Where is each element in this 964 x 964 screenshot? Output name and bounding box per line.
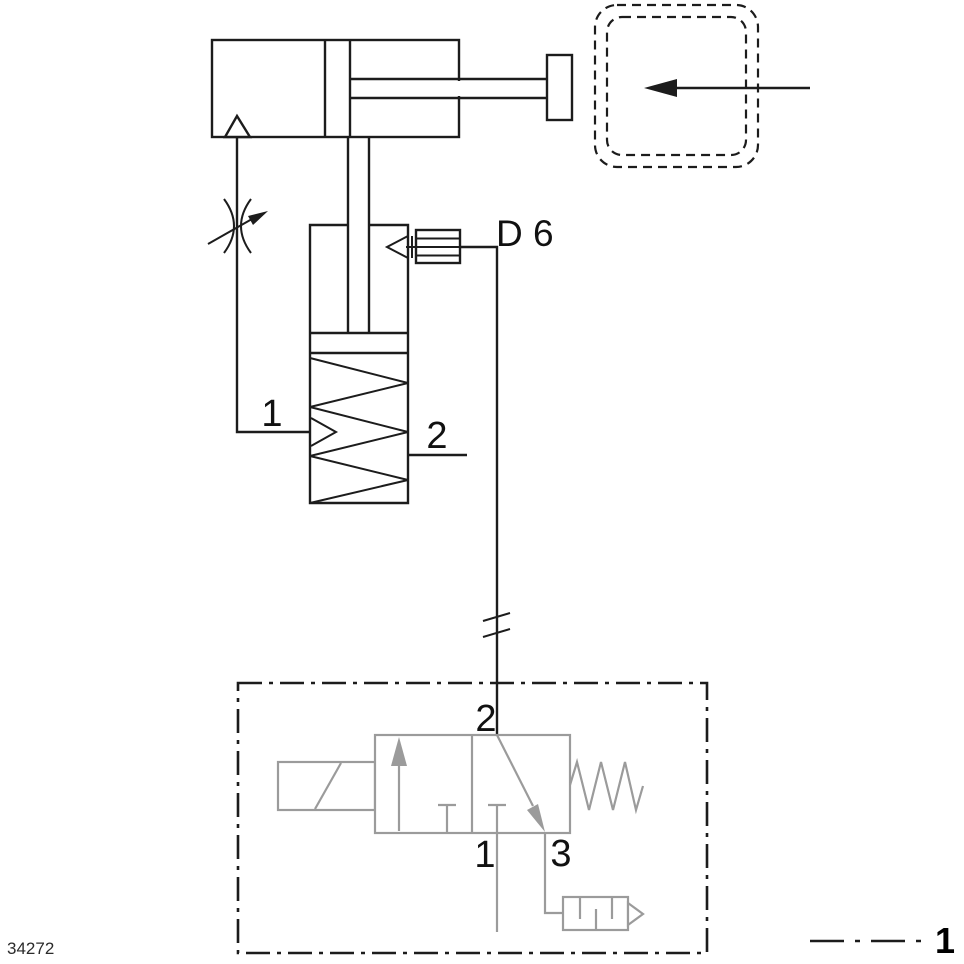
drive-cylinder: [210, 38, 574, 139]
connector-arrow-icon: [384, 235, 409, 259]
clamp-port1-label: 1: [261, 393, 282, 435]
valve-port2-label: 2: [475, 698, 496, 740]
silencer-outlet-triangle-icon: [626, 900, 645, 928]
supply-pipe: [235, 137, 310, 434]
rod-end-plate: [545, 53, 574, 122]
clamp-spring-icon: [309, 357, 409, 504]
tubing-label: D 6: [496, 213, 554, 254]
throttle-right-arc: [240, 198, 252, 254]
exhaust-path-arrow-head-icon: [527, 804, 545, 832]
exhaust-path-shaft: [496, 734, 534, 807]
clamp-port2-label: 2: [426, 415, 447, 457]
solenoid-diagonal: [314, 762, 342, 810]
flow-control-valve: [207, 198, 268, 254]
return-spring-icon: [568, 757, 645, 815]
solenoid-valve: [276, 733, 645, 932]
load-box-outer: [593, 3, 760, 169]
tubing-connector: [384, 228, 499, 735]
clamp-inlet-arrow-icon: [310, 417, 339, 447]
supply-line: [235, 137, 310, 434]
rod-cover: [352, 81, 546, 96]
adjust-arrow-head-icon: [248, 211, 268, 225]
flow-up-arrow-head-icon: [391, 737, 407, 766]
line-break-symbol: [482, 612, 511, 638]
solenoid-coil: [276, 760, 377, 812]
clamp-housing: [308, 223, 410, 505]
load-arrow-head-icon: [644, 79, 677, 97]
load-target-box: [593, 3, 810, 169]
labels: 1 2 D 6 2 1 3 34272: [7, 213, 572, 958]
throttle-left-arc: [223, 198, 235, 254]
break-tick-2: [482, 628, 511, 638]
silencer: [561, 895, 645, 932]
valve-module-boundary: [236, 681, 709, 955]
drawing-number: 34272: [7, 939, 54, 958]
adjust-arrow-shaft: [207, 218, 253, 245]
clamping-unit: [308, 137, 467, 505]
legend-item-number: 1: [935, 920, 955, 961]
load-box-inner: [605, 15, 748, 157]
valve-port3-label: 3: [550, 833, 571, 875]
port3-line: [543, 833, 563, 915]
legend: 1: [810, 920, 955, 961]
break-tick-1: [482, 612, 511, 622]
main-tubing-line: [460, 245, 499, 735]
valve-port1-label: 1: [474, 834, 495, 876]
